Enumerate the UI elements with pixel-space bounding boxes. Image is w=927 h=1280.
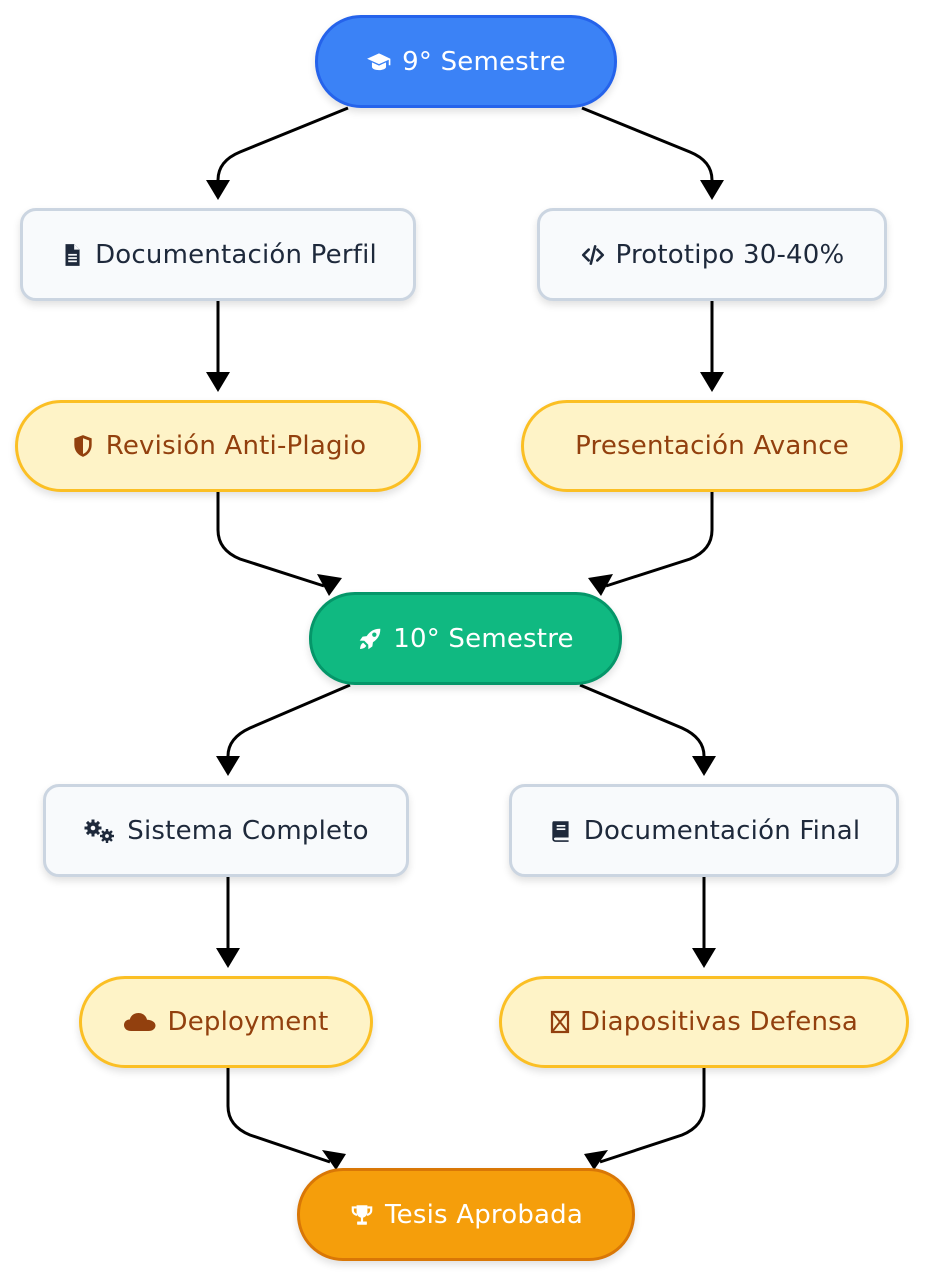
edge-sem10-sistema	[226, 683, 351, 760]
edge-diapositivas-tesis	[599, 1068, 706, 1164]
book-icon	[548, 818, 574, 844]
node-prototipo: Prototipo 30-40%	[537, 208, 887, 301]
missing-glyph-icon	[550, 1009, 570, 1035]
arrowhead-doc-perfil	[206, 180, 230, 200]
node-label: Deployment	[167, 1007, 329, 1037]
node-label: Documentación Final	[583, 815, 861, 846]
arrowhead-avance	[700, 372, 724, 392]
shield-icon	[70, 433, 96, 459]
arrowhead-doc-final	[692, 756, 716, 776]
edge-deployment-tesis	[226, 1068, 331, 1164]
node-presentacion-avance: Presentación Avance	[521, 400, 903, 492]
node-label: Sistema Completo	[127, 815, 369, 846]
edge-anti-plagio-sem10	[216, 492, 325, 588]
node-label: Documentación Perfil	[95, 239, 377, 270]
node-revision-anti-plagio: Revisión Anti-Plagio	[15, 400, 421, 492]
edge-avance-sem10	[605, 492, 714, 588]
node-sem10: 10° Semestre	[309, 592, 622, 685]
node-label: Presentación Avance	[575, 431, 849, 461]
graduation-cap-icon	[366, 49, 392, 75]
file-text-icon	[59, 242, 85, 268]
code-icon	[580, 242, 606, 268]
cloud-icon	[123, 1009, 157, 1035]
arrowhead-anti-plagio	[206, 372, 230, 392]
node-label: 10° Semestre	[393, 623, 574, 654]
node-label: Revisión Anti-Plagio	[105, 431, 367, 461]
node-label: 9° Semestre	[402, 46, 566, 77]
arrowhead-sem10-right	[588, 574, 613, 596]
arrowhead-sistema	[216, 756, 240, 776]
node-label: Prototipo 30-40%	[615, 239, 845, 270]
arrowhead-tesis-left	[322, 1150, 346, 1170]
node-label: Tesis Aprobada	[384, 1199, 584, 1230]
arrowhead-prototipo	[700, 180, 724, 200]
edge-sem9-doc-perfil	[216, 106, 349, 184]
rocket-icon	[357, 626, 383, 652]
arrowhead-tesis-right	[584, 1150, 608, 1170]
edge-sem10-doc-final	[579, 683, 706, 760]
node-documentacion-perfil: Documentación Perfil	[20, 208, 416, 301]
edge-sem9-prototipo	[581, 106, 714, 184]
trophy-icon	[349, 1202, 375, 1228]
node-sistema-completo: Sistema Completo	[43, 784, 409, 877]
gears-icon	[83, 818, 117, 844]
node-diapositivas-defensa: Diapositivas Defensa	[499, 976, 909, 1068]
node-documentacion-final: Documentación Final	[509, 784, 899, 877]
arrowhead-sem10-left	[317, 574, 342, 596]
node-deployment: Deployment	[79, 976, 373, 1068]
node-tesis-aprobada: Tesis Aprobada	[297, 1168, 635, 1261]
node-label: Diapositivas Defensa	[579, 1007, 859, 1037]
arrowhead-deployment	[216, 948, 240, 968]
arrowhead-diapositivas	[692, 948, 716, 968]
node-sem9: 9° Semestre	[315, 15, 617, 108]
